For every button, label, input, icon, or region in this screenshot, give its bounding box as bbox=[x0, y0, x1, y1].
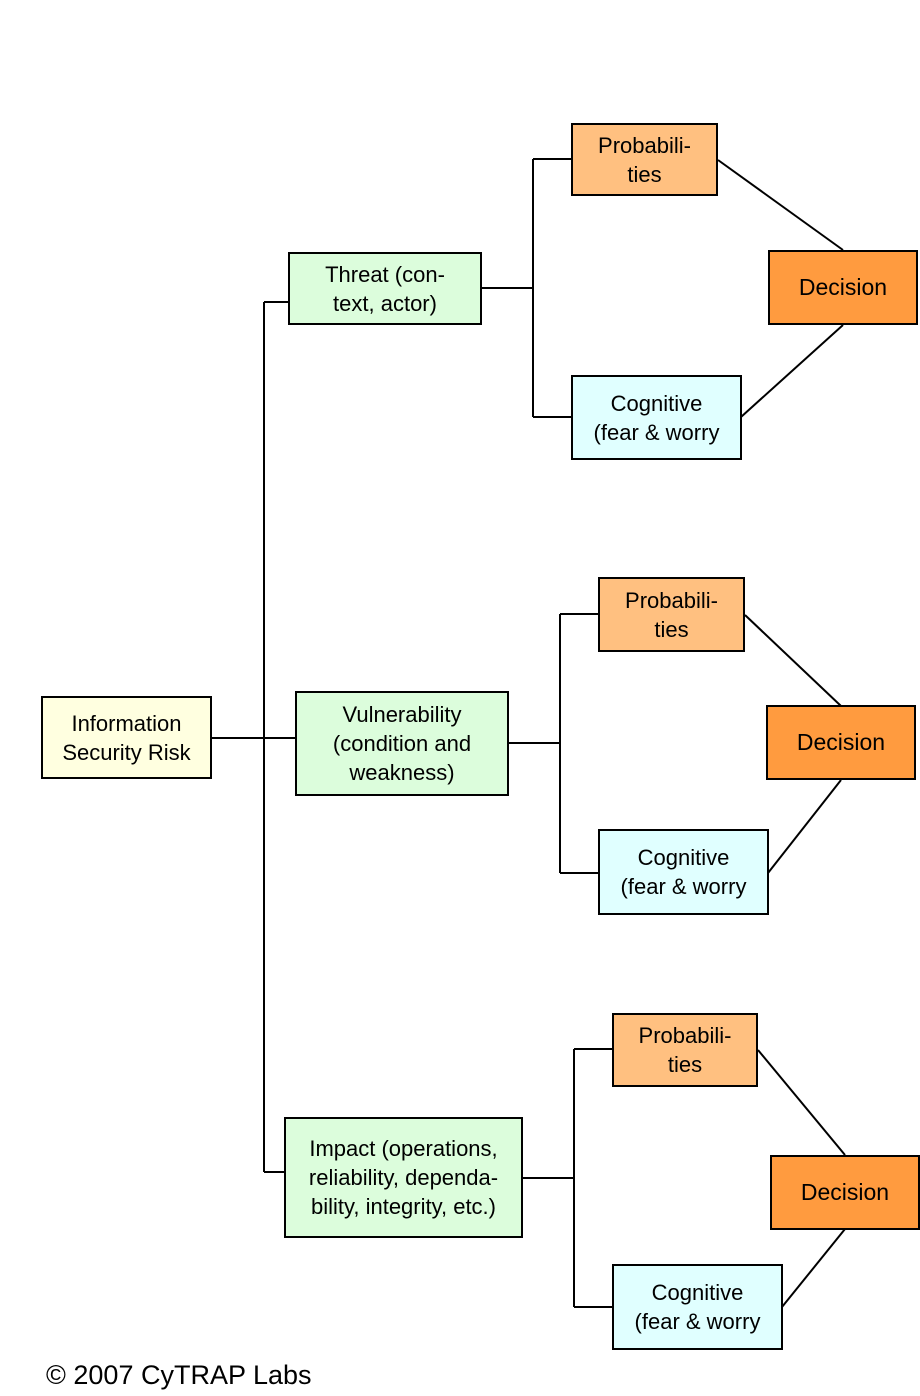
vulnerability-node: Vulnerability (condition and weakness) bbox=[295, 691, 509, 796]
impact-cognitive-node: Cognitive (fear & worry bbox=[612, 1264, 783, 1350]
copyright-text: © 2007 CyTRAP Labs bbox=[46, 1360, 312, 1390]
threat-prob-decision-line bbox=[717, 159, 844, 251]
vuln-prob-decision-line bbox=[744, 614, 842, 707]
impact-cog-decision-line bbox=[781, 1228, 846, 1308]
threat-decision-node: Decision bbox=[768, 250, 918, 325]
vuln-cog-decision-line bbox=[767, 779, 842, 874]
threat-probabilities-node: Probabili- ties bbox=[571, 123, 718, 196]
impact-node: Impact (operations, reliability, dependa… bbox=[284, 1117, 523, 1238]
threat-node: Threat (con- text, actor) bbox=[288, 252, 482, 325]
vulnerability-decision-node: Decision bbox=[766, 705, 916, 780]
threat-cognitive-node: Cognitive (fear & worry bbox=[571, 375, 742, 460]
impact-decision-node: Decision bbox=[770, 1155, 920, 1230]
vulnerability-cognitive-node: Cognitive (fear & worry bbox=[598, 829, 769, 915]
vulnerability-probabilities-node: Probabili- ties bbox=[598, 577, 745, 652]
impact-probabilities-node: Probabili- ties bbox=[612, 1013, 758, 1087]
root-node: Information Security Risk bbox=[41, 696, 212, 779]
impact-prob-decision-line bbox=[757, 1049, 846, 1156]
threat-cog-decision-line bbox=[740, 324, 844, 418]
